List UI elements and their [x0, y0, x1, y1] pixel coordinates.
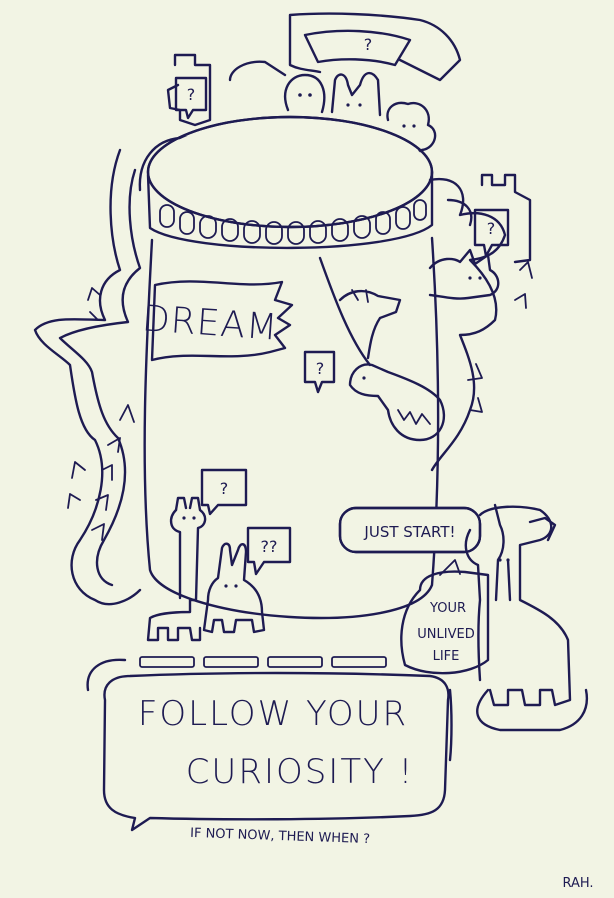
jar-body — [143, 236, 440, 620]
round-creature — [283, 73, 326, 114]
peeking-creatures — [283, 71, 437, 157]
center-bubble: ? — [303, 350, 336, 394]
just-start-bubble: JUST START! — [338, 506, 482, 554]
right-question: ? — [487, 219, 496, 238]
giraffe-bubble: ? — [200, 468, 248, 516]
rabbit — [202, 542, 266, 634]
vine-teeth — [67, 261, 533, 541]
right-giraffe — [464, 503, 589, 732]
rope-and-dino — [318, 256, 402, 367]
dream-label-text: DREAM — [141, 298, 280, 348]
unlived-life-bubble: YOUR UNLIVED LIFE — [400, 559, 490, 675]
unlived-line-1: YOUR — [429, 601, 466, 616]
giraffe-question: ? — [220, 479, 229, 498]
bear-creature — [386, 101, 437, 157]
headline-bubble: FOLLOW YOUR CURIOSITY ! — [86, 658, 453, 832]
signature: RAH. — [562, 876, 593, 891]
unlived-line-2: UNLIVED — [417, 627, 474, 642]
jar-serpent — [348, 363, 446, 442]
center-question: ? — [316, 359, 325, 378]
top-left-question: ? — [187, 85, 196, 104]
rabbit-bubble: ?? — [246, 526, 292, 576]
unlived-line-3: LIFE — [433, 649, 460, 664]
bunny-creature — [330, 71, 382, 117]
top-fan: ? — [303, 29, 412, 67]
jar-lid-scallops — [159, 199, 427, 245]
top-fan-question: ? — [364, 35, 373, 54]
giraffe — [146, 496, 207, 642]
dream-jar — [143, 115, 440, 620]
base-dashes — [139, 656, 387, 668]
top-left-bubble: ? — [174, 76, 208, 120]
right-bubble: ? — [473, 208, 510, 258]
rabbit-question: ?? — [261, 537, 278, 556]
headline-line-2: CURIOSITY ! — [186, 752, 415, 792]
tagline: IF NOT NOW, THEN WHEN ? — [190, 826, 370, 847]
headline-line-1: FOLLOW YOUR — [138, 694, 408, 734]
jar-lid-band — [146, 170, 434, 250]
just-start-text: JUST START! — [363, 523, 455, 541]
dream-label: DREAM — [141, 280, 294, 362]
right-dog — [428, 248, 500, 300]
